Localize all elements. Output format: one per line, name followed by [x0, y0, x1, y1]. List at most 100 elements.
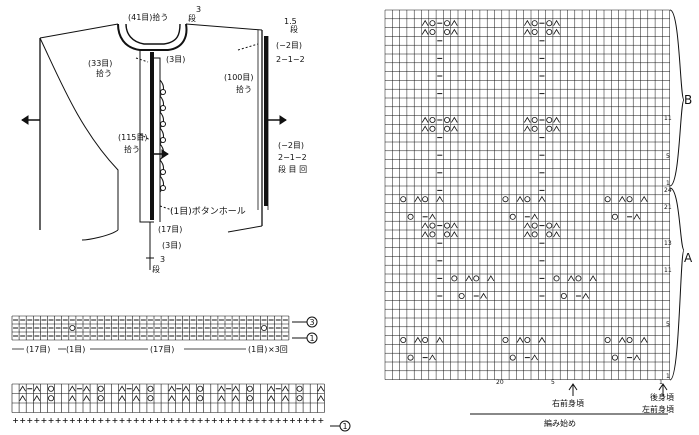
- cross-symbol: [91, 418, 97, 423]
- yarn-over-symbol: [444, 28, 451, 35]
- cross-symbol: [155, 418, 161, 423]
- cross-symbol: [98, 418, 104, 423]
- cross-symbol: [233, 418, 239, 423]
- decrease-symbol: [267, 385, 275, 392]
- decrease-symbol: [516, 336, 524, 343]
- edging-chart: 1: [11, 383, 351, 432]
- bottom-rows-num: 3: [160, 255, 165, 264]
- decrease-symbol: [282, 385, 289, 392]
- band-bottom-count: (3目): [162, 241, 181, 250]
- yarn-over-symbol: [97, 385, 104, 392]
- decrease-symbol: [633, 213, 641, 220]
- row-num: 13: [664, 240, 672, 247]
- decrease-symbol: [633, 354, 641, 361]
- yarn-over-symbol: [546, 117, 553, 124]
- cross-symbol: [112, 418, 118, 423]
- cross-symbol: [162, 418, 168, 423]
- decrease-symbol: [132, 394, 140, 401]
- row-num: 21: [664, 204, 672, 211]
- decrease-symbol: [83, 385, 90, 392]
- dec-b: (−2目): [278, 141, 304, 150]
- decrease-symbol: [118, 385, 126, 392]
- yarn-over-symbol: [429, 222, 436, 229]
- decrease-symbol: [218, 394, 225, 401]
- yarn-over-symbol: [604, 196, 611, 203]
- decrease-symbol: [451, 125, 458, 132]
- decrease-symbol: [553, 125, 560, 132]
- decrease-symbol: [317, 385, 325, 392]
- yarn-over-symbol: [444, 20, 451, 27]
- yarn-over-symbol: [604, 336, 611, 343]
- decrease-symbol: [640, 195, 648, 202]
- yarn-over-symbol: [473, 275, 480, 282]
- cross-symbol: [140, 418, 146, 423]
- yarn-over-symbol: [626, 336, 633, 343]
- decrease-symbol: [531, 213, 538, 220]
- cross-symbol: [289, 418, 295, 423]
- decrease-symbol: [487, 275, 495, 282]
- decrease-symbol: [451, 222, 458, 229]
- decrease-symbol: [69, 385, 76, 392]
- yarn-over-symbol: [444, 231, 451, 238]
- yarn-over-symbol: [575, 275, 582, 282]
- yarn-over-symbol: [531, 125, 538, 132]
- decrease-symbol: [524, 125, 531, 132]
- cross-symbol: [76, 418, 82, 423]
- row-num: 1: [666, 373, 670, 380]
- cross-symbol: [176, 418, 182, 423]
- decrease-symbol: [232, 394, 239, 401]
- decrease-symbol: [19, 394, 26, 401]
- decrease-symbol: [421, 231, 429, 238]
- cross-symbol: [13, 418, 19, 423]
- decrease-symbol: [618, 195, 626, 202]
- top-rows-unit: 段: [188, 13, 196, 23]
- decrease-symbol: [582, 292, 590, 299]
- row-num: 24: [664, 187, 672, 194]
- row-num: 5: [666, 153, 670, 160]
- yarn-over-symbol: [531, 231, 538, 238]
- right-rows-unit: 段: [290, 24, 298, 34]
- section-a-label: A: [684, 251, 693, 265]
- decrease-symbol: [538, 195, 546, 202]
- cross-symbol: [275, 418, 281, 423]
- left-front-neck-label: 右前身頃: [552, 398, 584, 408]
- left-neck-count: (33目): [88, 59, 112, 68]
- decrease-symbol: [451, 231, 458, 238]
- decrease-symbol: [182, 385, 190, 392]
- section-b-label: B: [684, 93, 692, 107]
- dec-a: (−2目): [276, 41, 302, 50]
- top-rows-num: 3: [196, 5, 201, 14]
- band-row-label-3: 3: [310, 318, 315, 327]
- yarn-over-symbol: [147, 395, 154, 402]
- yarn-over-symbol: [400, 336, 407, 343]
- dec-b-legend: 段 目 回: [278, 164, 307, 174]
- decrease-symbol: [618, 336, 626, 343]
- yarn-over-symbol: [546, 28, 553, 35]
- decrease-symbol: [553, 116, 560, 123]
- yarn-over-symbol: [261, 324, 268, 331]
- decrease-symbol: [436, 195, 444, 202]
- bottom-rows-unit: 段: [152, 264, 160, 274]
- yarn-over-symbol: [444, 125, 451, 132]
- yarn-over-symbol: [553, 275, 560, 282]
- yarn-over-symbol: [197, 395, 204, 402]
- cross-symbol: [254, 418, 260, 423]
- yarn-over-symbol: [296, 385, 303, 392]
- row-num: 5: [666, 321, 670, 328]
- yarn-over-symbol: [531, 117, 538, 124]
- yarn-over-symbol: [296, 395, 303, 402]
- col-num: 20: [496, 379, 504, 386]
- col-num: 5: [551, 379, 555, 386]
- cross-symbol: [204, 418, 210, 423]
- decrease-symbol: [553, 231, 560, 238]
- yarn-over-symbol: [147, 385, 154, 392]
- cross-symbol: [197, 418, 203, 423]
- decrease-symbol: [429, 354, 436, 361]
- yarn-over-symbol: [546, 20, 553, 27]
- yarn-over-symbol: [246, 395, 253, 402]
- band-count-e: ×3回: [268, 345, 288, 354]
- cross-symbol: [218, 418, 224, 423]
- decrease-symbol: [83, 394, 90, 401]
- neck-count: (41目)拾う: [128, 12, 168, 22]
- cross-symbol: [55, 418, 61, 423]
